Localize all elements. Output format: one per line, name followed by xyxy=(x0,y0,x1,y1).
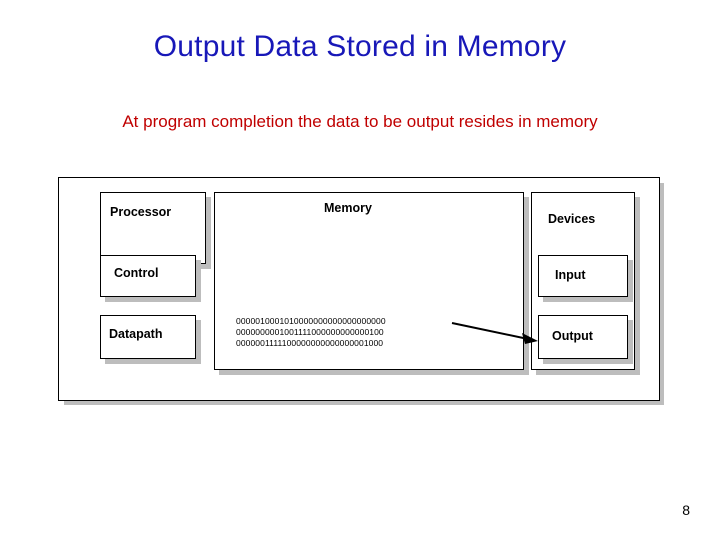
devices-label: Devices xyxy=(548,212,596,226)
input-box-body xyxy=(538,255,628,297)
datapath-label: Datapath xyxy=(109,327,163,341)
control-label: Control xyxy=(114,266,159,280)
slide-subtitle: At program completion the data to be out… xyxy=(122,112,598,131)
page-title: Output Data Stored in Memory xyxy=(153,30,567,63)
memory-to-output-arrow-icon xyxy=(451,322,538,344)
control-box xyxy=(100,255,201,302)
processor-box xyxy=(100,192,211,269)
output-box-body xyxy=(538,315,628,359)
control-box-body xyxy=(100,255,196,297)
memory-data-text: 0000010001010000000000000000000 00000000… xyxy=(236,316,386,349)
processor-label: Processor xyxy=(110,205,172,219)
memory-data-line-3: 0000001111100000000000000001000 xyxy=(236,338,384,348)
input-label: Input xyxy=(555,268,586,282)
memory-data-line-1: 0000010001010000000000000000000 xyxy=(236,316,386,326)
memory-box xyxy=(214,192,529,375)
datapath-box xyxy=(100,315,201,364)
datapath-box-body xyxy=(100,315,196,359)
memory-data-line-2: 0000000001001111000000000000100 xyxy=(236,327,384,337)
processor-box-body xyxy=(100,192,206,264)
memory-box-body xyxy=(214,192,524,370)
memory-label: Memory xyxy=(324,201,372,215)
output-label: Output xyxy=(552,329,593,343)
input-box xyxy=(538,255,633,302)
output-box xyxy=(538,315,633,364)
page-number: 8 xyxy=(682,502,690,518)
